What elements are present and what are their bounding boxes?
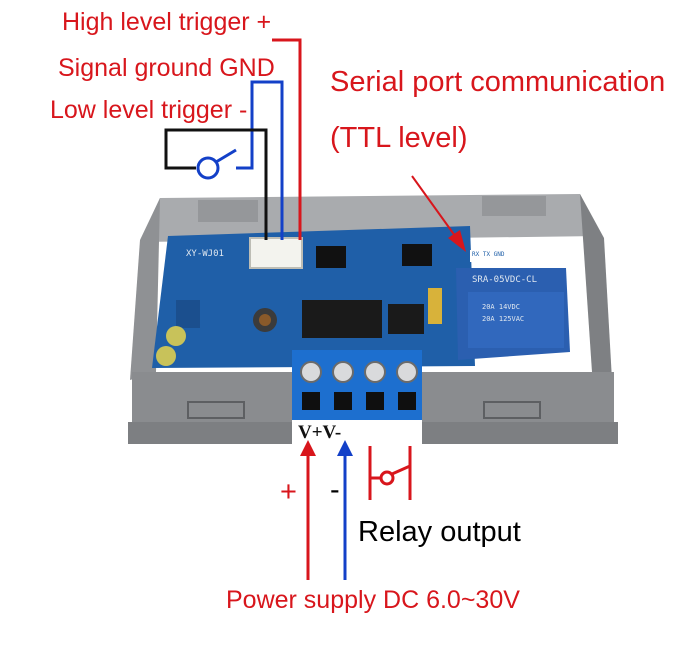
pcb-chip-small — [176, 300, 200, 328]
power-positive-arrowhead — [300, 440, 316, 456]
driver-chip — [388, 304, 424, 334]
enclosure-right-wall — [580, 194, 612, 380]
ground-wire — [236, 80, 284, 240]
inductor-core — [259, 314, 271, 326]
serial-pointer-arrowhead — [448, 230, 466, 252]
signal-ground-label: Signal ground GND — [58, 54, 275, 82]
terminal-marking-plate — [292, 420, 422, 444]
relay-output-label: Relay output — [358, 516, 521, 548]
jumper-header — [428, 288, 442, 324]
terminal-screw — [300, 361, 322, 383]
serial-pointer-line — [411, 175, 459, 241]
serial-port-label: Serial port communication — [330, 66, 666, 98]
relay-rating-marking-2: 20A 125VAC — [482, 315, 525, 323]
capacitor — [156, 346, 176, 366]
main-chip — [302, 300, 382, 338]
enclosure-slot — [187, 401, 245, 419]
terminal-screw — [364, 361, 386, 383]
enclosure-clip — [482, 196, 546, 216]
terminal-marking: V+V- — [298, 422, 342, 443]
high-trigger-label: High level trigger + — [62, 8, 272, 36]
low-trigger-wire — [164, 128, 268, 240]
plus-sign-label: + — [280, 476, 297, 508]
trigger-switch-icon — [196, 156, 220, 180]
terminal-hole — [334, 392, 352, 410]
serial-header — [470, 250, 510, 262]
board-model-marking: XY-WJ01 — [186, 249, 224, 259]
power-supply-label: Power supply DC 6.0~30V — [226, 586, 520, 614]
terminal-hole — [398, 392, 416, 410]
relay-switch-icon — [379, 470, 395, 486]
mosfet — [402, 244, 432, 266]
enclosure-left-wall — [130, 198, 160, 380]
high-trigger-wire — [272, 38, 302, 240]
enclosure-clip — [198, 200, 258, 222]
relay-face — [468, 292, 564, 348]
terminal-hole — [302, 392, 320, 410]
terminal-hole — [366, 392, 384, 410]
minus-sign-label: - — [330, 474, 340, 506]
relay-model-marking: SRA-05VDC-CL — [472, 275, 538, 285]
trigger-switch-lever — [215, 148, 237, 164]
low-trigger-label: Low level trigger - — [50, 96, 248, 124]
terminal-screw — [332, 361, 354, 383]
ttl-level-label: (TTL level) — [330, 122, 468, 154]
relay-switch-lever — [391, 464, 411, 476]
terminal-screw — [396, 361, 418, 383]
serial-header-marking: RX TX GND — [472, 251, 505, 258]
enclosure-slot — [483, 401, 541, 419]
power-negative-arrowhead — [337, 440, 353, 456]
capacitor — [166, 326, 186, 346]
mosfet — [316, 246, 346, 268]
input-connector — [249, 237, 303, 269]
relay-rating-marking-1: 20A 14VDC — [482, 303, 520, 311]
